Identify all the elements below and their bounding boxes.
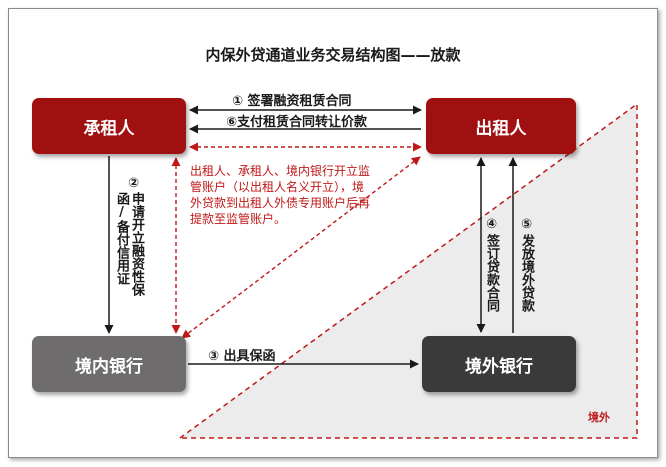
- label-step5-text: 发放境外贷款: [519, 234, 534, 312]
- box-domestic-bank: 境内银行: [32, 336, 186, 392]
- label-step2-text: 申请开立融资性保函/备付信用证: [114, 192, 144, 296]
- label-step3: ③ 出具保函: [208, 349, 276, 364]
- label-step4-number: ④: [486, 217, 498, 232]
- box-lessee: 承租人: [32, 98, 186, 154]
- label-step4-text: 签订贷款合同: [484, 234, 499, 312]
- label-step6: ⑥支付租赁合同转让价款: [226, 115, 368, 130]
- label-step2-number: ②: [128, 176, 140, 191]
- offshore-label: 境外: [588, 411, 610, 424]
- box-lessor: 出租人: [426, 98, 576, 154]
- diagram-title: 内保外贷通道业务交易结构图——放款: [205, 46, 461, 64]
- box-foreign-bank: 境外银行: [422, 336, 576, 392]
- account-note: 出租人、承租人、境内银行开立监管账户（以出租人名义开立），境外贷款到出租人外债专…: [190, 164, 371, 226]
- label-step1: ① 签署融资租赁合同: [232, 94, 352, 109]
- label-step5-number: ⑤: [521, 217, 533, 232]
- dashed-arrow-diagonal: [181, 156, 421, 339]
